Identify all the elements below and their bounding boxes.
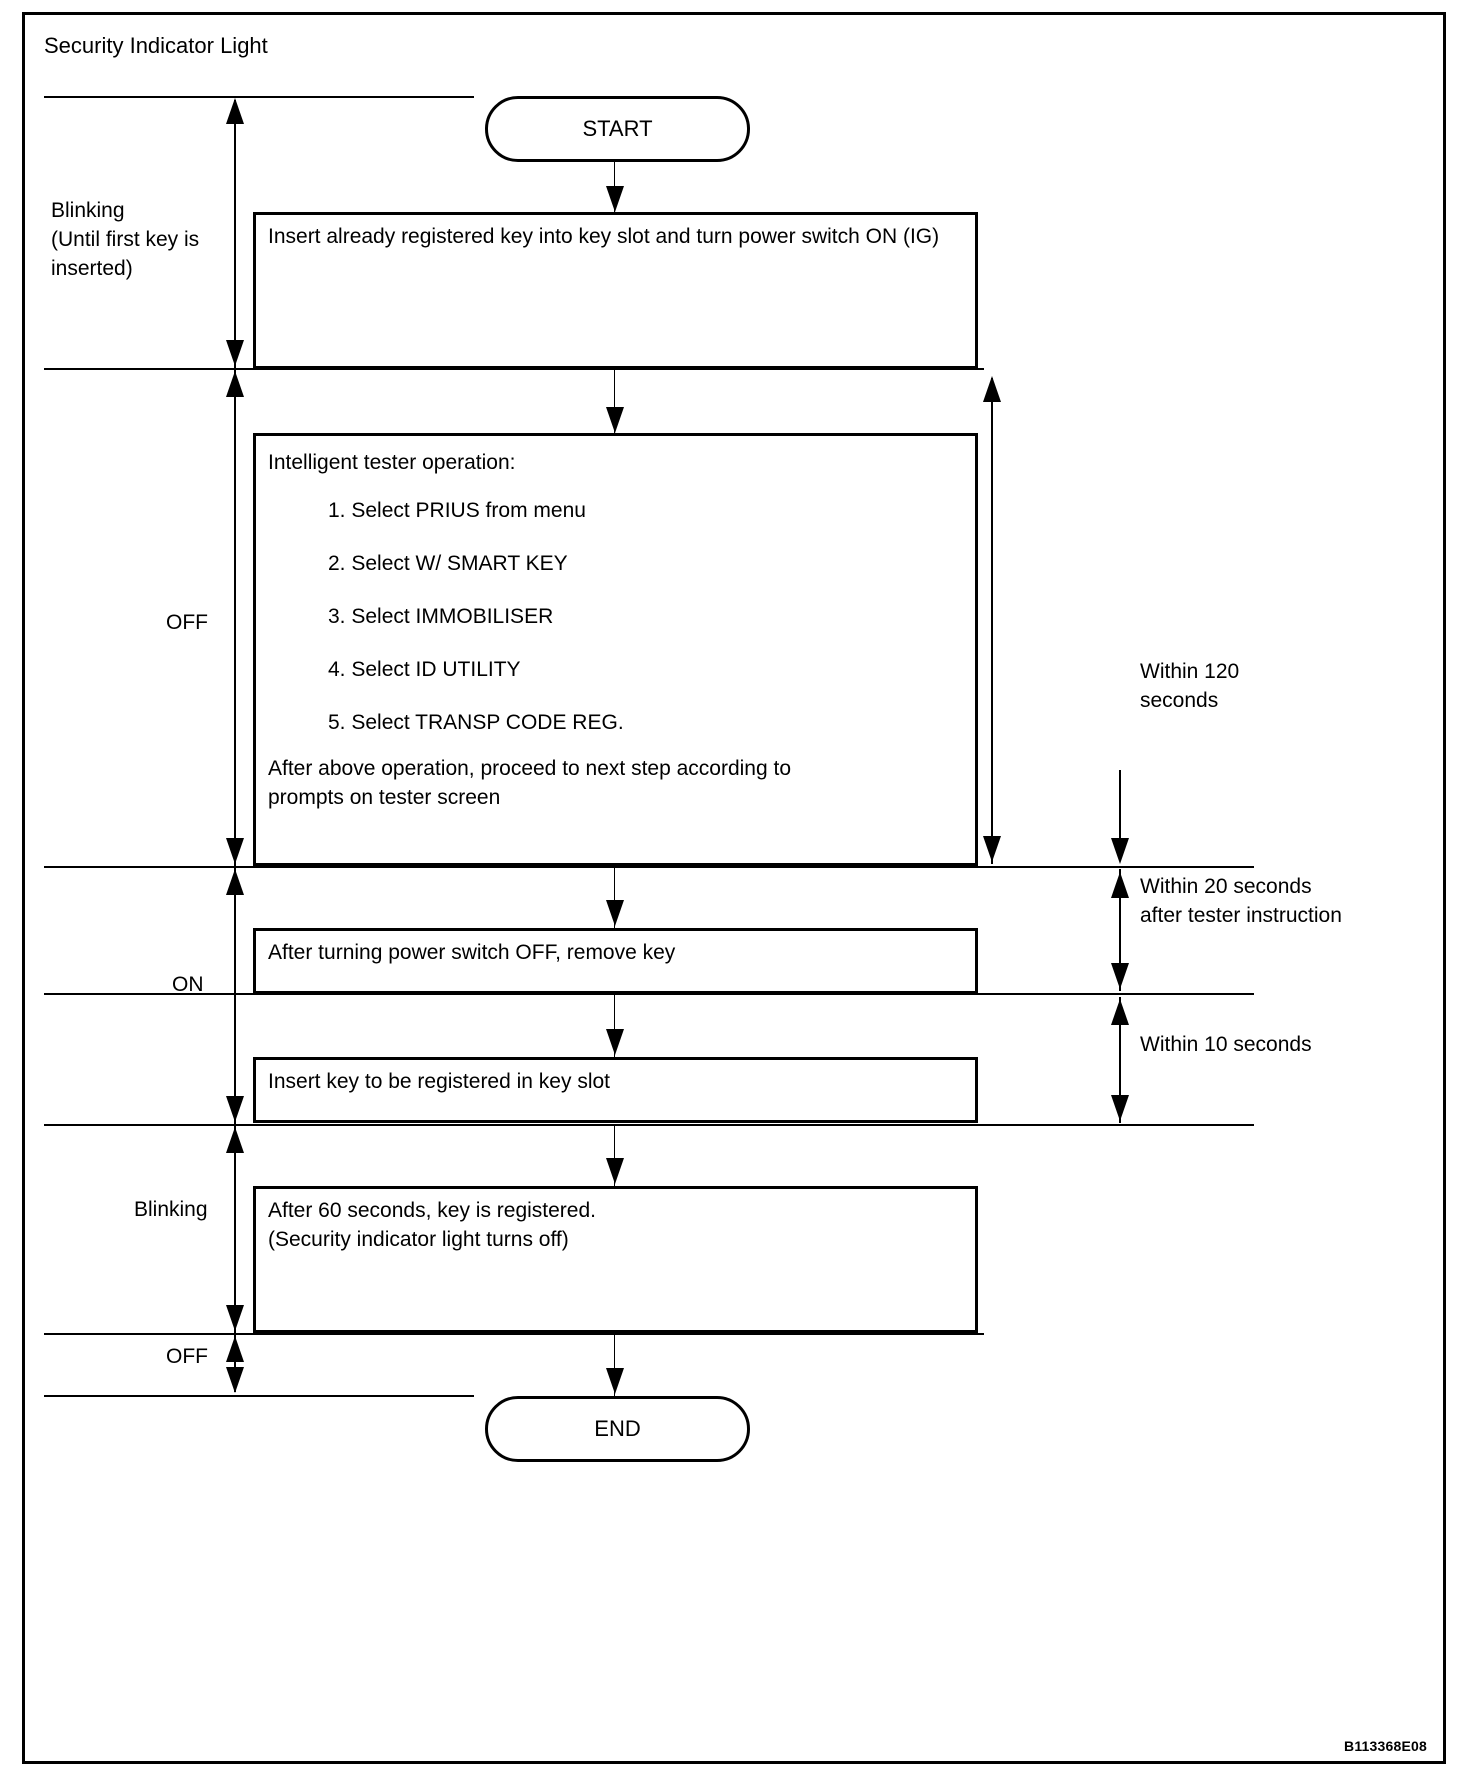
timing-label-within-20: Within 20 seconds after tester instructi…: [1140, 875, 1342, 927]
step-box-insert-new-key: Insert key to be registered in key slot: [253, 1057, 978, 1123]
reference-code: B113368E08: [1344, 1738, 1427, 1754]
diagram-title: Security Indicator Light: [44, 33, 268, 58]
connector-arrow-start-to-step1: [606, 186, 624, 212]
timing-spine-10: [1119, 997, 1121, 1123]
spine-arrow-up-3: [226, 869, 244, 895]
tester-operation-step-3: 3. Select IMMOBILISER: [328, 605, 554, 628]
spine-arrow-down-2: [226, 838, 244, 864]
timing-120-arrow-up: [983, 376, 1001, 402]
rule-off-on: [44, 866, 1254, 868]
connector-step1-to-step2: [614, 369, 615, 435]
step-box-power-off-remove-key: After turning power switch OFF, remove k…: [253, 928, 978, 994]
spine-arrow-down-4: [226, 1305, 244, 1331]
step-box-insert-registered-key-text: Insert already registered key into key s…: [268, 225, 940, 248]
connector-arrow-step3-to-step4: [606, 1029, 624, 1055]
spine-arrow-down-1: [226, 340, 244, 366]
timing-120-arrow-down: [983, 836, 1001, 862]
state-spine-left: [234, 100, 236, 1392]
connector-step2-to-step3: [614, 866, 615, 932]
connector-arrow-step4-to-step5: [606, 1158, 624, 1184]
connector-arrow-step5-to-end: [606, 1368, 624, 1394]
step-box-tester-operation: Intelligent tester operation: 1. Select …: [253, 433, 978, 866]
spine-arrow-up-5: [226, 1336, 244, 1362]
step-box-key-registered: After 60 seconds, key is registered. (Se…: [253, 1186, 978, 1333]
terminator-end-label: END: [594, 1416, 641, 1441]
state-label-off: OFF: [166, 611, 208, 634]
rule-blinking-off-final: [44, 1333, 984, 1335]
spine-arrow-up-2: [226, 371, 244, 397]
rule-bottom: [44, 1395, 474, 1397]
connector-step5-to-end: [614, 1333, 615, 1401]
timing-10-arrow-down: [1111, 1095, 1129, 1121]
rule-on-blinking: [44, 1124, 1254, 1126]
state-label-blinking-first: Blinking (Until first key is inserted): [51, 199, 200, 280]
rule-top: [44, 96, 474, 98]
timing-label-within-10: Within 10 seconds: [1140, 1033, 1312, 1056]
tester-operation-step-2: 2. Select W/ SMART KEY: [328, 552, 568, 575]
timing-20-upper-arrow: [1111, 838, 1129, 864]
spine-arrow-down-5: [226, 1367, 244, 1393]
tester-operation-step-4: 4. Select ID UTILITY: [328, 658, 521, 681]
spine-arrow-up-1: [226, 98, 244, 124]
spine-arrow-up-4: [226, 1127, 244, 1153]
timing-spine-120: [991, 378, 993, 864]
connector-arrow-step1-to-step2: [606, 407, 624, 433]
step-box-power-off-remove-key-text: After turning power switch OFF, remove k…: [268, 941, 676, 964]
timing-20-arrow-up: [1111, 872, 1129, 898]
step-box-tester-operation-footer: After above operation, proceed to next s…: [268, 757, 792, 809]
terminator-start-label: START: [582, 116, 653, 141]
diagram-frame: [22, 12, 1446, 1764]
step-box-tester-operation-heading: Intelligent tester operation:: [268, 451, 516, 474]
timing-20-arrow-down: [1111, 963, 1129, 989]
rule-blinking-off: [44, 368, 984, 370]
timing-spine-20-upper: [1119, 770, 1121, 840]
terminator-start: START: [485, 96, 750, 162]
timing-10-arrow-up: [1111, 999, 1129, 1025]
timing-spine-20: [1119, 869, 1121, 991]
connector-step3-to-step4: [614, 994, 615, 1060]
step-box-key-registered-text: After 60 seconds, key is registered. (Se…: [268, 1199, 596, 1251]
rule-on-mid: [44, 993, 1254, 995]
spine-arrow-down-3: [226, 1096, 244, 1122]
timing-label-within-120: Within 120 seconds: [1140, 660, 1240, 712]
terminator-end: END: [485, 1396, 750, 1462]
step-box-insert-new-key-text: Insert key to be registered in key slot: [268, 1070, 610, 1093]
state-label-on: ON: [172, 973, 204, 996]
connector-arrow-step2-to-step3: [606, 900, 624, 926]
step-box-insert-registered-key: Insert already registered key into key s…: [253, 212, 978, 369]
connector-step4-to-step5: [614, 1124, 615, 1190]
tester-operation-step-1: 1. Select PRIUS from menu: [328, 499, 586, 522]
tester-operation-step-list: 1. Select PRIUS from menu 2. Select W/ S…: [328, 496, 967, 737]
state-label-blinking: Blinking: [134, 1198, 208, 1221]
tester-operation-step-5: 5. Select TRANSP CODE REG.: [328, 711, 624, 734]
state-label-off-final: OFF: [166, 1345, 208, 1368]
